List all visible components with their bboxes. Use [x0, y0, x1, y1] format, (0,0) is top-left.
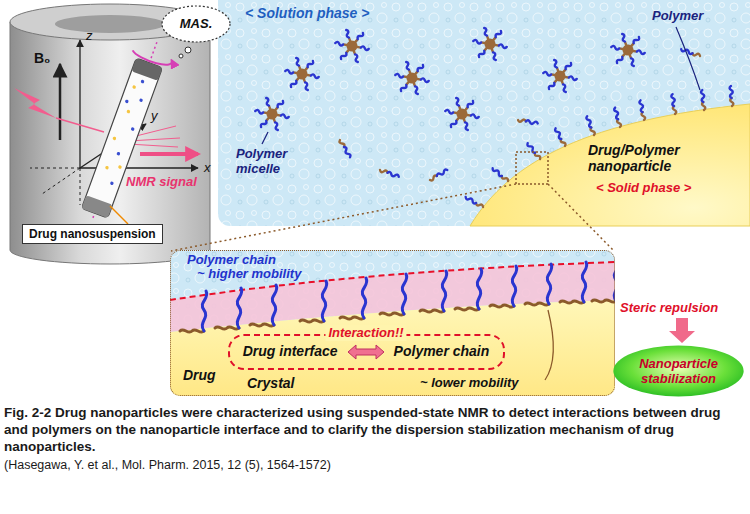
- axis-label: x: [204, 160, 211, 176]
- leader-line: [110, 206, 128, 224]
- solution-phase-panel: < Solution phase > Drug/Polymer nanoparti…: [218, 0, 750, 226]
- zoom-frame: [516, 152, 548, 184]
- surface-polymer: [614, 107, 622, 127]
- mas-rotor: [74, 35, 177, 226]
- sample-label-box: Drug nanosuspension: [22, 224, 163, 244]
- interaction-label: Interaction!!: [325, 325, 406, 341]
- mas-bubble: MAS.: [160, 4, 232, 44]
- interface-zoom-panel: Polymer chain~ higher mobilityDrugCrysta…: [170, 250, 615, 396]
- crystal-label: Crystal: [247, 375, 294, 392]
- axis-label: z: [86, 28, 93, 44]
- steric-label: Steric repulsion: [620, 300, 718, 316]
- particle-label: Drug/Polymer nanoparticle: [588, 142, 708, 174]
- mas-label: MAS.: [180, 16, 213, 32]
- surface-polymer: [492, 167, 509, 182]
- zoom-line: [171, 184, 516, 251]
- chain-label: Polymer chain: [187, 252, 276, 268]
- bubble-tail: [185, 47, 191, 53]
- axis-label: y: [151, 108, 158, 124]
- surface-polymer: [701, 90, 706, 110]
- leader-line: [262, 132, 268, 144]
- bubble-outline: [162, 6, 230, 42]
- result-arrow: [669, 318, 695, 343]
- arrow-shape: [348, 345, 384, 359]
- interaction-box: Interaction!!Drug interfacePolymer chain: [228, 334, 505, 370]
- nmr-magnet: [10, 4, 210, 264]
- phase-label: < Solution phase >: [245, 5, 369, 22]
- result-label: Nanoparticle stabilization: [627, 356, 731, 386]
- interface-zoom-illustration: [170, 250, 615, 396]
- mobility-label: ~ higher mobility: [197, 266, 301, 282]
- polymer-label: Polymer: [652, 8, 703, 24]
- stabilization-ellipse: Nanoparticle stabilization: [612, 344, 745, 398]
- mobility-label: ~ lower mobility: [420, 375, 519, 391]
- signal-label: NMR signal: [126, 174, 197, 190]
- surface-polymer: [554, 128, 566, 147]
- field-label: B₀: [34, 50, 50, 67]
- leader-line: [676, 27, 700, 90]
- sample-label: Drug nanosuspension: [29, 227, 156, 241]
- surface-polymer: [465, 196, 484, 209]
- surface-polymer: [639, 100, 645, 120]
- surface-polymer: [527, 142, 542, 160]
- figure-caption: Fig. 2-2 Drug nanoparticles were charact…: [4, 404, 746, 455]
- surface-polymer: [729, 86, 733, 106]
- citation: (Hasegawa, Y. et al., Mol. Pharm. 2015, …: [4, 458, 331, 473]
- bubble-tail: [179, 54, 183, 58]
- crystal-label: Drug: [183, 367, 216, 384]
- surface-polymer: [671, 94, 676, 114]
- solution-water: [218, 0, 750, 226]
- particle-body: [470, 104, 750, 226]
- surface-polymer: [586, 116, 596, 136]
- interface-label: Drug interface: [243, 343, 338, 360]
- micelle-label: Polymer micelle: [236, 146, 302, 176]
- nanoparticle-solid-phase: Drug/Polymer nanoparticle < Solid phase >: [448, 88, 750, 226]
- phase-label: < Solid phase >: [596, 180, 691, 196]
- chain-label: Polymer chain: [394, 343, 490, 360]
- ellipse-outline: [613, 346, 743, 397]
- interaction-double-arrow: [346, 344, 386, 360]
